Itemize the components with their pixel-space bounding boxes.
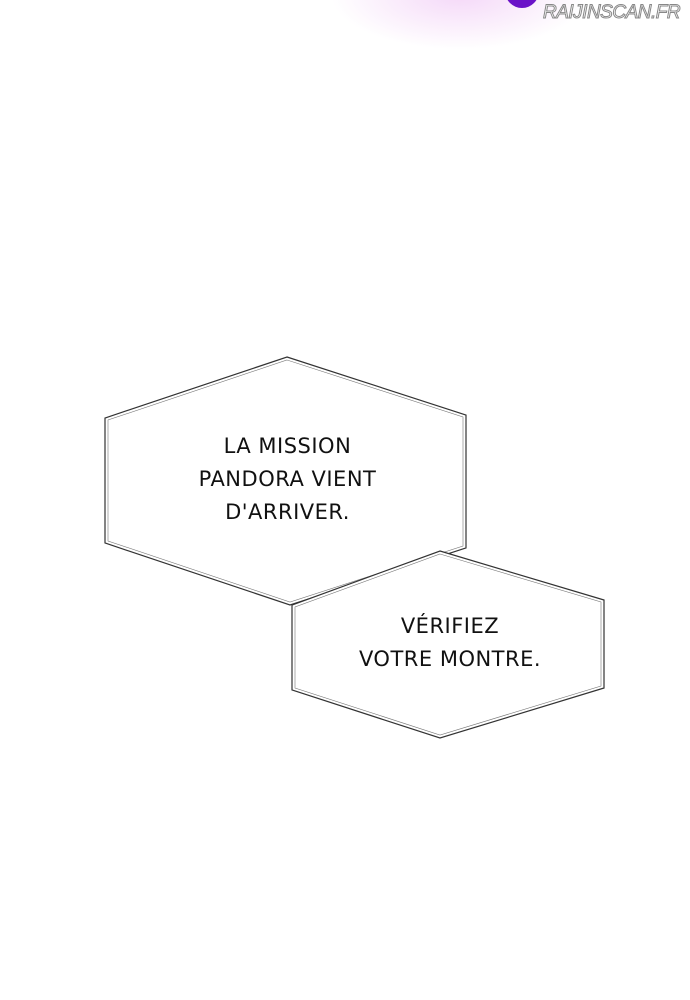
speech-bubble-2 xyxy=(291,550,605,739)
speech-bubble-2-inner xyxy=(294,553,602,736)
text-line: LA MISSION xyxy=(223,434,352,458)
speech-bubble-1-inner xyxy=(107,359,464,603)
speech-bubble-1-text: LA MISSION PANDORA VIENT D'ARRIVER. xyxy=(160,430,415,529)
speech-bubble-2-text: VÉRIFIEZ VOTRE MONTRE. xyxy=(330,610,570,676)
text-line: VOTRE MONTRE. xyxy=(358,647,542,671)
text-line: PANDORA VIENT xyxy=(198,467,377,491)
text-line: VÉRIFIEZ xyxy=(400,614,500,638)
watermark-logo xyxy=(505,0,539,8)
text-line: D'ARRIVER. xyxy=(225,500,350,524)
speech-bubble-1 xyxy=(104,356,467,606)
watermark: RAIJINSCAN.FR xyxy=(542,2,681,24)
